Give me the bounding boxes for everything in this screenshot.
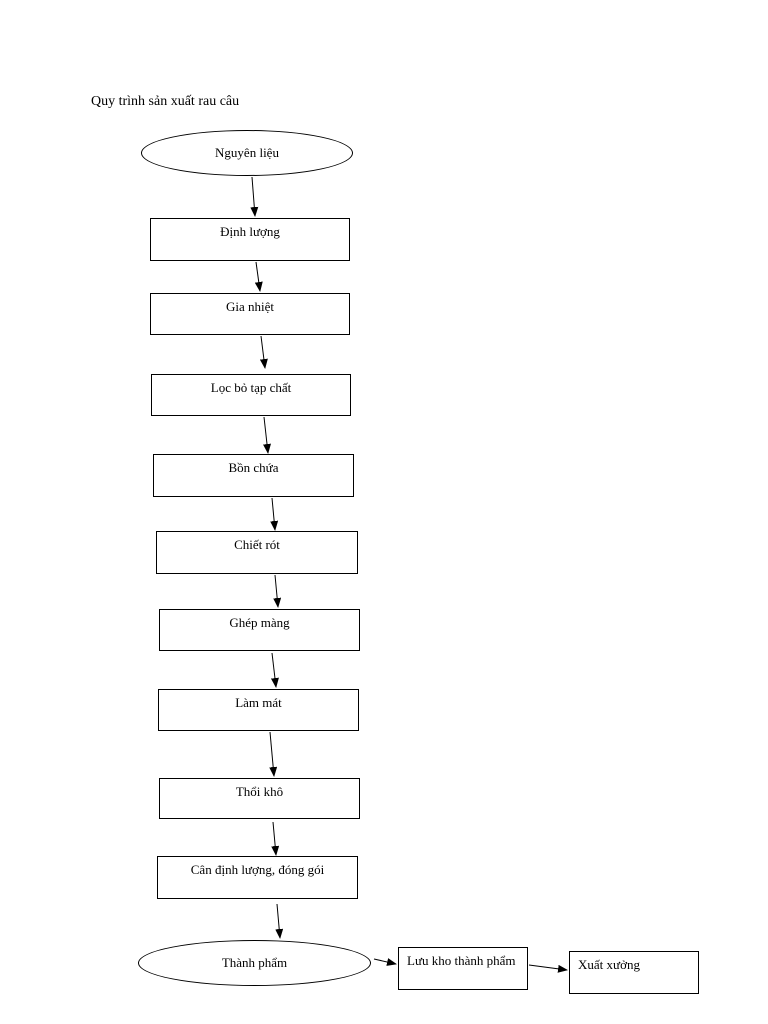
node-nguyen-lieu: Nguyên liệu: [141, 130, 353, 176]
node-bon-chua: Bồn chứa: [153, 454, 354, 497]
node-label: Ghép màng: [229, 615, 290, 630]
node-label: Xuất xưởng: [578, 957, 640, 972]
arrow-loc-bo-tap-chat-to-bon-chua: [263, 416, 271, 454]
node-label: Lưu kho thành phẩm: [407, 953, 516, 968]
arrow-thanh-pham-to-luu-kho-thanh-pham: [373, 958, 397, 966]
arrow-chiet-rot-to-ghep-mang: [273, 574, 282, 608]
node-label: Thổi khô: [235, 784, 284, 799]
node-label: Làm mát: [235, 695, 282, 710]
node-luu-kho-thanh-pham: Lưu kho thành phẩm: [398, 947, 528, 990]
arrow-luu-kho-thanh-pham-to-xuat-xuong: [528, 964, 568, 973]
diagram-title: Quy trình sản xuất rau câu: [91, 94, 240, 109]
arrow-bon-chua-to-chiet-rot: [270, 497, 279, 531]
node-xuat-xuong: Xuất xưởng: [569, 951, 699, 994]
arrow-nguyen-lieu-to-dinh-luong: [250, 176, 259, 217]
arrow-thoi-kho-to-can-dinh-luong-dong-goi: [271, 821, 280, 856]
node-thanh-pham: Thành phẩm: [138, 940, 371, 986]
node-label: Lọc bỏ tạp chất: [210, 380, 292, 395]
arrow-gia-nhiet-to-loc-bo-tap-chat: [259, 335, 268, 369]
arrow-ghep-mang-to-lam-mat: [270, 652, 279, 688]
node-label: Chiết rót: [234, 537, 280, 552]
node-thoi-kho: Thổi khô: [159, 778, 360, 819]
node-can-dinh-luong-dong-goi: Cân định lượng, đóng gói: [157, 856, 358, 899]
node-label: Nguyên liệu: [215, 145, 279, 160]
arrow-lam-mat-to-thoi-kho: [269, 731, 278, 777]
node-label: Cân định lượng, đóng gói: [190, 862, 325, 877]
node-label: Bồn chứa: [228, 460, 279, 475]
node-label: Gia nhiệt: [225, 299, 274, 314]
node-ghep-mang: Ghép màng: [159, 609, 360, 651]
node-chiet-rot: Chiết rót: [156, 531, 358, 574]
node-dinh-luong: Định lượng: [150, 218, 350, 261]
node-label: Định lượng: [220, 224, 280, 239]
arrow-dinh-luong-to-gia-nhiet: [254, 261, 263, 292]
node-gia-nhiet: Gia nhiệt: [150, 293, 350, 335]
node-loc-bo-tap-chat: Lọc bỏ tạp chất: [151, 374, 351, 416]
node-label: Thành phẩm: [221, 955, 288, 970]
arrow-can-dinh-luong-dong-goi-to-thanh-pham: [275, 903, 284, 939]
node-lam-mat: Làm mát: [158, 689, 359, 731]
